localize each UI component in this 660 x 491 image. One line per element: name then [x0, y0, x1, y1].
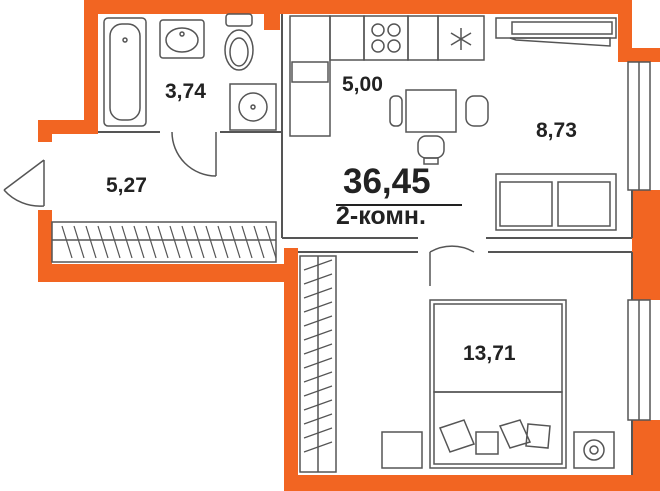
bedroom-door [429, 245, 475, 286]
room-area-hall: 5,27 [106, 174, 147, 197]
hatch-line [303, 287, 333, 299]
hatch-line [97, 225, 109, 259]
hatch-line [303, 315, 333, 327]
room-area-bedroom: 13,71 [463, 342, 516, 365]
nightstand-right [573, 431, 615, 469]
room-area-kitchen: 5,00 [342, 73, 383, 96]
snowflake-icon [450, 28, 472, 50]
counter [289, 15, 331, 137]
hatch-line [121, 225, 133, 259]
wall-right-notch [618, 48, 660, 62]
room-area-living: 8,73 [536, 119, 577, 142]
tv-stand-icon [495, 17, 617, 39]
hatch-line [229, 225, 241, 259]
bathtub-icon [103, 17, 147, 127]
bedroom-fixtures [381, 299, 615, 469]
wall-bath-left [84, 0, 98, 134]
walls [38, 0, 660, 491]
windows [627, 61, 651, 421]
wall-bedroom-left [284, 248, 298, 491]
wall-top [84, 0, 632, 14]
pillows-icon [438, 419, 551, 455]
entrance-door [3, 159, 45, 207]
hatch-line [303, 259, 333, 271]
hatch-line [303, 371, 333, 383]
bed-icon [429, 299, 567, 469]
hall-wardrobe [51, 221, 277, 263]
fridge-icon [437, 15, 485, 61]
total-area: 36,45 [343, 162, 431, 201]
sofa-icon [495, 173, 617, 231]
bedroom-wardrobe [299, 255, 337, 473]
bathroom-fixtures [103, 13, 277, 131]
wall-right-mid [632, 190, 660, 300]
hatch-line [303, 385, 333, 397]
room-count: 2-комн. [336, 202, 426, 230]
stove-icon [363, 15, 409, 61]
hatch-line [303, 399, 333, 411]
hatch-line [253, 225, 265, 259]
sink-icon [159, 19, 205, 59]
total-area-underline [336, 204, 462, 206]
hatch-line [241, 225, 253, 259]
hatch-line [265, 225, 277, 259]
wall-hall-top [38, 120, 98, 134]
hatch-line [303, 427, 333, 439]
hatch-line [217, 225, 229, 259]
hatch-line [61, 225, 73, 259]
bathroom-door [171, 131, 217, 177]
hatch-line [303, 413, 333, 425]
wall-hall-left-top [38, 120, 52, 142]
hatch-line [181, 225, 193, 259]
hatch-line [303, 357, 333, 369]
wall-right-top [618, 0, 632, 60]
hatch-line [303, 441, 333, 453]
hatch-line [73, 225, 85, 259]
chair-bottom [417, 135, 445, 159]
hatch-line [169, 225, 181, 259]
kitchen-fixtures [289, 15, 489, 165]
hatch-line [109, 225, 121, 259]
hatch-line [303, 301, 333, 313]
toilet-icon [225, 13, 253, 27]
hatch-line [303, 329, 333, 341]
bedroom-wardrobe-hatch [303, 259, 333, 453]
chair-right [465, 95, 489, 127]
wall-hall-bottom [38, 264, 296, 282]
hatch-line [193, 225, 205, 259]
chair-left [389, 95, 403, 127]
hatch-line [157, 225, 169, 259]
room-area-bathroom: 3,74 [165, 80, 206, 103]
living-fixtures [495, 17, 617, 231]
pillar [264, 14, 280, 30]
dining-table-icon [405, 89, 457, 133]
nightstand-left [381, 431, 423, 469]
hatch-line [303, 273, 333, 285]
wall-right-bottom [632, 420, 660, 491]
hatch-line [133, 225, 145, 259]
hatch-line [85, 225, 97, 259]
hall-wardrobe-hatch [61, 225, 277, 259]
hatch-line [205, 225, 217, 259]
shower-drain-icon [229, 83, 277, 131]
doors [3, 131, 475, 286]
hatch-line [145, 225, 157, 259]
hatch-line [303, 343, 333, 355]
wall-bottom [284, 475, 660, 491]
